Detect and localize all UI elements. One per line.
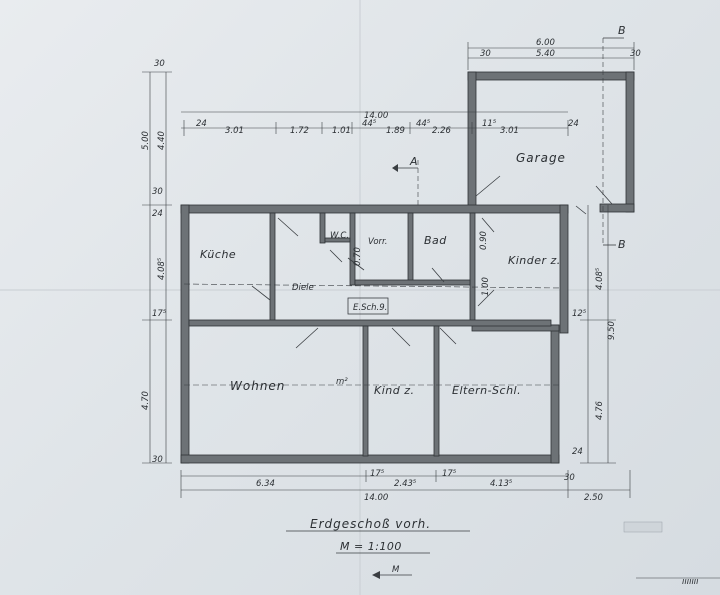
title-lines bbox=[286, 530, 470, 579]
section-mark-b-bottom: B bbox=[618, 238, 626, 251]
dim-bottom-total: 14.00 bbox=[364, 493, 388, 503]
dim-bottom-small-1: 17⁵ bbox=[442, 469, 457, 479]
garage-walls bbox=[467, 71, 635, 213]
dim-top-small-0: 44⁵ bbox=[362, 119, 377, 129]
dim-door-2: 0.90 bbox=[479, 231, 489, 250]
dim-bottom-2: 4.13⁵ bbox=[490, 479, 513, 489]
dim-door-0: 0.70 bbox=[353, 247, 363, 266]
room-label-diele: Diele bbox=[292, 283, 314, 293]
dim-garage-w2: 5.40 bbox=[536, 49, 555, 59]
room-label-vorr: Vorr. bbox=[368, 237, 387, 247]
dim-top-small-1: 44⁵ bbox=[416, 119, 431, 129]
dim-left-small-3: 17⁵ bbox=[152, 309, 167, 319]
room-label-wohnen: Wohnen bbox=[230, 379, 285, 393]
dim-right-small-1: 24 bbox=[572, 447, 583, 457]
dim-top-3: 1.01 bbox=[332, 126, 351, 136]
dim-top-1: 3.01 bbox=[225, 126, 244, 136]
dimension-lines bbox=[142, 42, 635, 498]
dim-bottom-0: 6.34 bbox=[256, 479, 275, 489]
dim-top-total: 14.00 bbox=[364, 111, 388, 121]
dim-right-small-0: 12⁵ bbox=[572, 309, 587, 319]
room-label-kueche: Küche bbox=[200, 248, 236, 261]
dim-garage-edge-right: 30 bbox=[630, 49, 641, 59]
north-arrow-label: M bbox=[392, 565, 400, 575]
dim-left-total: 5.00 bbox=[141, 131, 151, 150]
dim-left-v3: 4.08⁵ bbox=[157, 257, 167, 280]
dim-top-4: 1.89 bbox=[386, 126, 405, 136]
section-mark-a: A bbox=[409, 155, 418, 168]
dim-bottom-small-2: 30 bbox=[564, 473, 575, 483]
room-label-kinder-top: Kinder z. bbox=[508, 254, 561, 267]
dim-garage-w1: 6.00 bbox=[536, 38, 555, 48]
dim-top-small-2: 11⁵ bbox=[482, 119, 497, 129]
dim-top-7: 24 bbox=[568, 119, 579, 129]
drawing-title: Erdgeschoß vorh. bbox=[310, 517, 431, 531]
dim-bottom-offset: 2.50 bbox=[584, 493, 603, 503]
room-label-kinderz: Kind z. bbox=[374, 384, 415, 397]
dim-right-v2: 4.76 bbox=[595, 400, 605, 420]
dim-top-6: 3.01 bbox=[500, 126, 519, 136]
area-unit: m² bbox=[336, 377, 348, 387]
drawing-scale: M = 1:100 bbox=[340, 540, 402, 553]
dim-top-0: 24 bbox=[196, 119, 207, 129]
room-label-garage: Garage bbox=[516, 151, 566, 165]
dim-left-small-1: 30 bbox=[152, 187, 163, 197]
watermark-stamp bbox=[623, 521, 663, 533]
dim-left-small-4: 30 bbox=[152, 455, 163, 465]
room-label-eltern: Eltern-Schl. bbox=[452, 384, 521, 397]
room-label-esch-box bbox=[347, 297, 389, 315]
dim-top-5: 2.26 bbox=[432, 126, 452, 136]
dim-left-small-0: 30 bbox=[154, 59, 165, 69]
dim-top-2: 1.72 bbox=[290, 126, 309, 136]
section-line-b bbox=[602, 37, 624, 246]
house-walls bbox=[180, 204, 569, 464]
section-mark-b-top: B bbox=[618, 24, 626, 37]
dim-left-v2: 4.70 bbox=[141, 391, 151, 410]
dim-left-v1: 4.40 bbox=[157, 131, 167, 150]
room-label-wc: W.C. bbox=[330, 231, 349, 241]
doors bbox=[251, 205, 587, 349]
dim-left-small-2: 24 bbox=[152, 209, 163, 219]
dim-right-v1: 4.08⁵ bbox=[595, 267, 605, 290]
room-label-esch: E.Sch.9. bbox=[353, 303, 387, 313]
dim-door-1: 1.00 bbox=[481, 277, 491, 296]
room-label-bad: Bad bbox=[424, 234, 447, 247]
section-line-a bbox=[183, 160, 563, 386]
dim-bottom-small-0: 17⁵ bbox=[370, 469, 385, 479]
interior-walls bbox=[188, 212, 552, 457]
dim-right-total: 9.50 bbox=[607, 321, 617, 340]
dim-garage-edge-left: 30 bbox=[480, 49, 491, 59]
dim-bottom-1: 2.43⁵ bbox=[394, 479, 417, 489]
corner-mark: ııııııı bbox=[682, 577, 699, 587]
